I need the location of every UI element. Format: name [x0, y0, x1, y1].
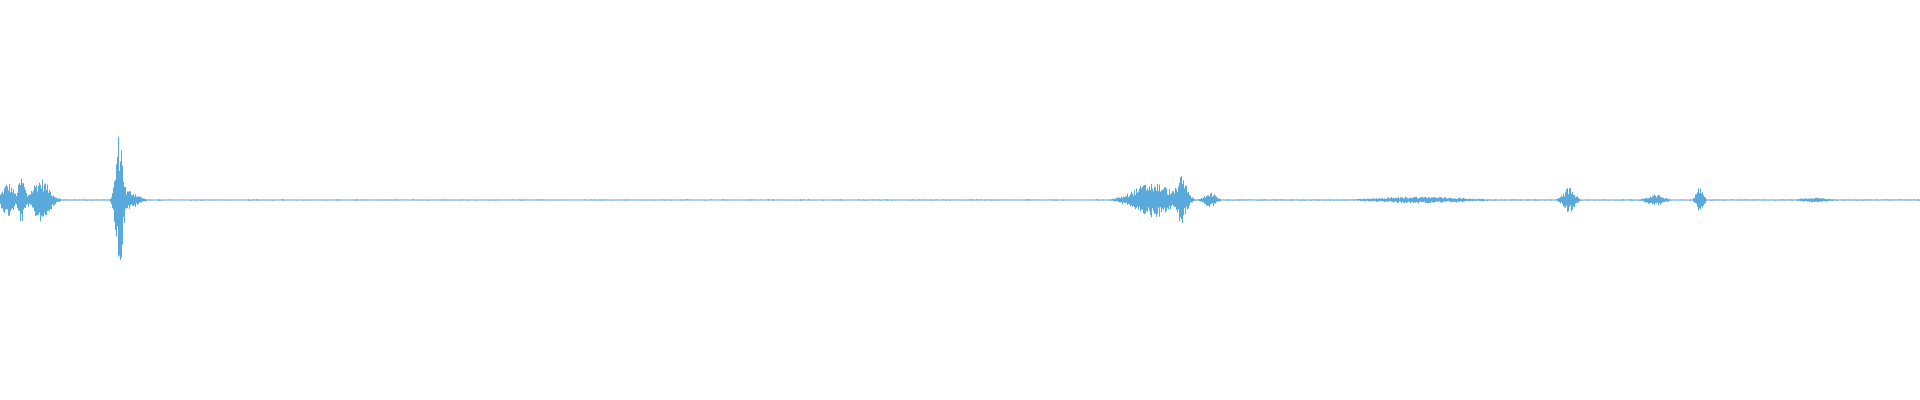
waveform-trace	[0, 136, 1920, 261]
